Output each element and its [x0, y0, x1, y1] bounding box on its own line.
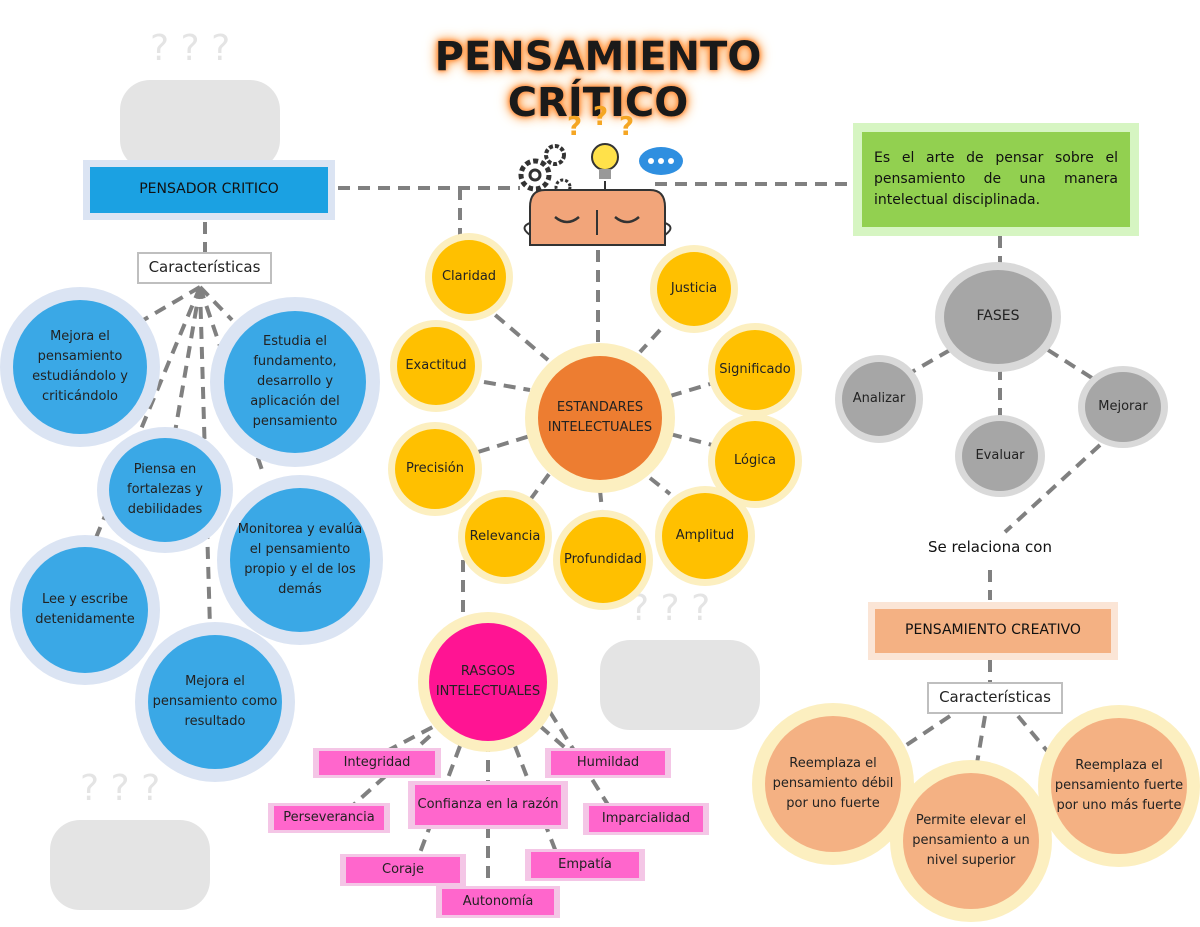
pensador-critico-label: PENSADOR CRITICO: [90, 167, 328, 213]
creativo-item-debil: Reemplaza el pensamiento débil por uno f…: [752, 703, 914, 865]
fases-center-label: FASES: [944, 270, 1052, 364]
creativo-item-text: Permite elevar el pensamiento a un nivel…: [903, 773, 1039, 909]
estandar-significado: Significado: [708, 323, 802, 417]
pensador-item-estudia-fundamento: Estudia el fundamento, desarrollo y apli…: [210, 297, 380, 467]
rasgo-label: Humildad: [551, 751, 665, 775]
pensador-item-text: Monitorea y evalúa el pensamiento propio…: [230, 488, 370, 632]
background-head-icon: ? ? ?: [50, 768, 210, 910]
fase-label: Mejorar: [1085, 372, 1161, 442]
rasgo-autonomia: Autonomía: [436, 886, 560, 918]
pensador-item-mejora-resultado: Mejora el pensamiento como resultado: [135, 622, 295, 782]
pensador-caracteristicas-label: Características: [137, 252, 272, 284]
estandar-justicia: Justicia: [650, 245, 738, 333]
estandares-center-label: ESTANDARES INTELECTUALES: [538, 356, 662, 480]
thinking-head-icon: ? ? ?: [518, 102, 683, 246]
pensador-item-monitorea: Monitorea y evalúa el pensamiento propio…: [217, 475, 383, 645]
rasgo-label: Empatía: [531, 852, 639, 878]
fases-center: FASES: [935, 262, 1061, 372]
svg-text:? ? ?: ? ? ?: [150, 28, 230, 69]
pensador-item-lee-escribe: Lee y escribe detenidamente: [10, 535, 160, 685]
creativo-item-text: Reemplaza el pensamiento débil por uno f…: [765, 716, 901, 852]
creativo-item-elevar: Permite elevar el pensamiento a un nivel…: [890, 760, 1052, 922]
creativo-item-fuerte: Reemplaza el pensamiento fuerte por uno …: [1038, 705, 1200, 867]
rasgo-humildad: Humildad: [545, 748, 671, 778]
rasgo-label: Integridad: [319, 751, 435, 775]
svg-text:?: ?: [567, 112, 582, 142]
creativo-item-text: Reemplaza el pensamiento fuerte por uno …: [1051, 718, 1187, 854]
pensador-item-text: Estudia el fundamento, desarrollo y apli…: [224, 311, 366, 453]
estandar-label: Amplitud: [662, 493, 748, 579]
estandar-label: Significado: [715, 330, 795, 410]
rasgo-integridad: Integridad: [313, 748, 441, 778]
estandar-label: Relevancia: [465, 497, 545, 577]
svg-text:? ? ?: ? ? ?: [80, 768, 160, 809]
rasgo-label: Confianza en la razón: [415, 785, 561, 825]
pensador-item-text: Piensa en fortalezas y debilidades: [109, 438, 221, 542]
definicion-text: Es el arte de pensar sobre el pensamient…: [862, 132, 1130, 227]
fase-label: Evaluar: [962, 421, 1038, 491]
estandar-label: Profundidad: [560, 517, 646, 603]
pensador-critico-heading: PENSADOR CRITICO: [83, 160, 335, 220]
rasgo-label: Perseverancia: [274, 806, 384, 830]
creativo-caracteristicas-label: Características: [927, 682, 1063, 714]
estandar-label: Claridad: [432, 240, 506, 314]
rasgo-confianza: Confianza en la razón: [408, 781, 568, 829]
estandar-label: Exactitud: [397, 327, 475, 405]
rasgo-empatia: Empatía: [525, 849, 645, 881]
rasgo-imparcialidad: Imparcialidad: [583, 803, 709, 835]
rasgo-label: Coraje: [346, 857, 460, 883]
definicion-box: Es el arte de pensar sobre el pensamient…: [853, 123, 1139, 236]
rasgos-center-label: RASGOS INTELECTUALES: [429, 623, 547, 741]
svg-text:?: ?: [593, 102, 608, 132]
estandar-label: Lógica: [715, 421, 795, 501]
rasgo-label: Autonomía: [442, 889, 554, 915]
pensador-item-text: Lee y escribe detenidamente: [22, 547, 148, 673]
estandar-amplitud: Amplitud: [655, 486, 755, 586]
fase-mejorar: Mejorar: [1078, 366, 1168, 448]
pensador-item-mejora-estudiando: Mejora el pensamiento estudiándolo y cri…: [0, 287, 160, 447]
estandares-center: ESTANDARES INTELECTUALES: [525, 343, 675, 493]
pensamiento-creativo-label: PENSAMIENTO CREATIVO: [875, 609, 1111, 653]
pensador-item-text: Mejora el pensamiento estudiándolo y cri…: [13, 300, 147, 434]
estandar-label: Precisión: [395, 429, 475, 509]
estandar-precision: Precisión: [388, 422, 482, 516]
estandar-label: Justicia: [657, 252, 731, 326]
estandar-profundidad: Profundidad: [553, 510, 653, 610]
page-title: PENSAMIENTO CRÍTICO: [434, 34, 762, 126]
estandar-claridad: Claridad: [425, 233, 513, 321]
estandar-relevancia: Relevancia: [458, 490, 552, 584]
pensamiento-creativo-heading: PENSAMIENTO CREATIVO: [868, 602, 1118, 660]
rasgo-perseverancia: Perseverancia: [268, 803, 390, 833]
rasgo-label: Imparcialidad: [589, 806, 703, 832]
fase-evaluar: Evaluar: [955, 415, 1045, 497]
rasgos-center: RASGOS INTELECTUALES: [418, 612, 558, 752]
rasgo-coraje: Coraje: [340, 854, 466, 886]
background-head-icon: ? ? ?: [120, 28, 280, 170]
fase-label: Analizar: [842, 362, 916, 436]
se-relaciona-label: Se relaciona con: [928, 538, 1052, 556]
fase-analizar: Analizar: [835, 355, 923, 443]
estandar-exactitud: Exactitud: [390, 320, 482, 412]
background-head-icon: ? ? ?: [600, 588, 760, 730]
pensador-item-fortalezas: Piensa en fortalezas y debilidades: [97, 427, 233, 553]
svg-text:? ? ?: ? ? ?: [630, 588, 710, 629]
svg-text:?: ?: [619, 112, 634, 142]
pensador-item-text: Mejora el pensamiento como resultado: [148, 635, 282, 769]
